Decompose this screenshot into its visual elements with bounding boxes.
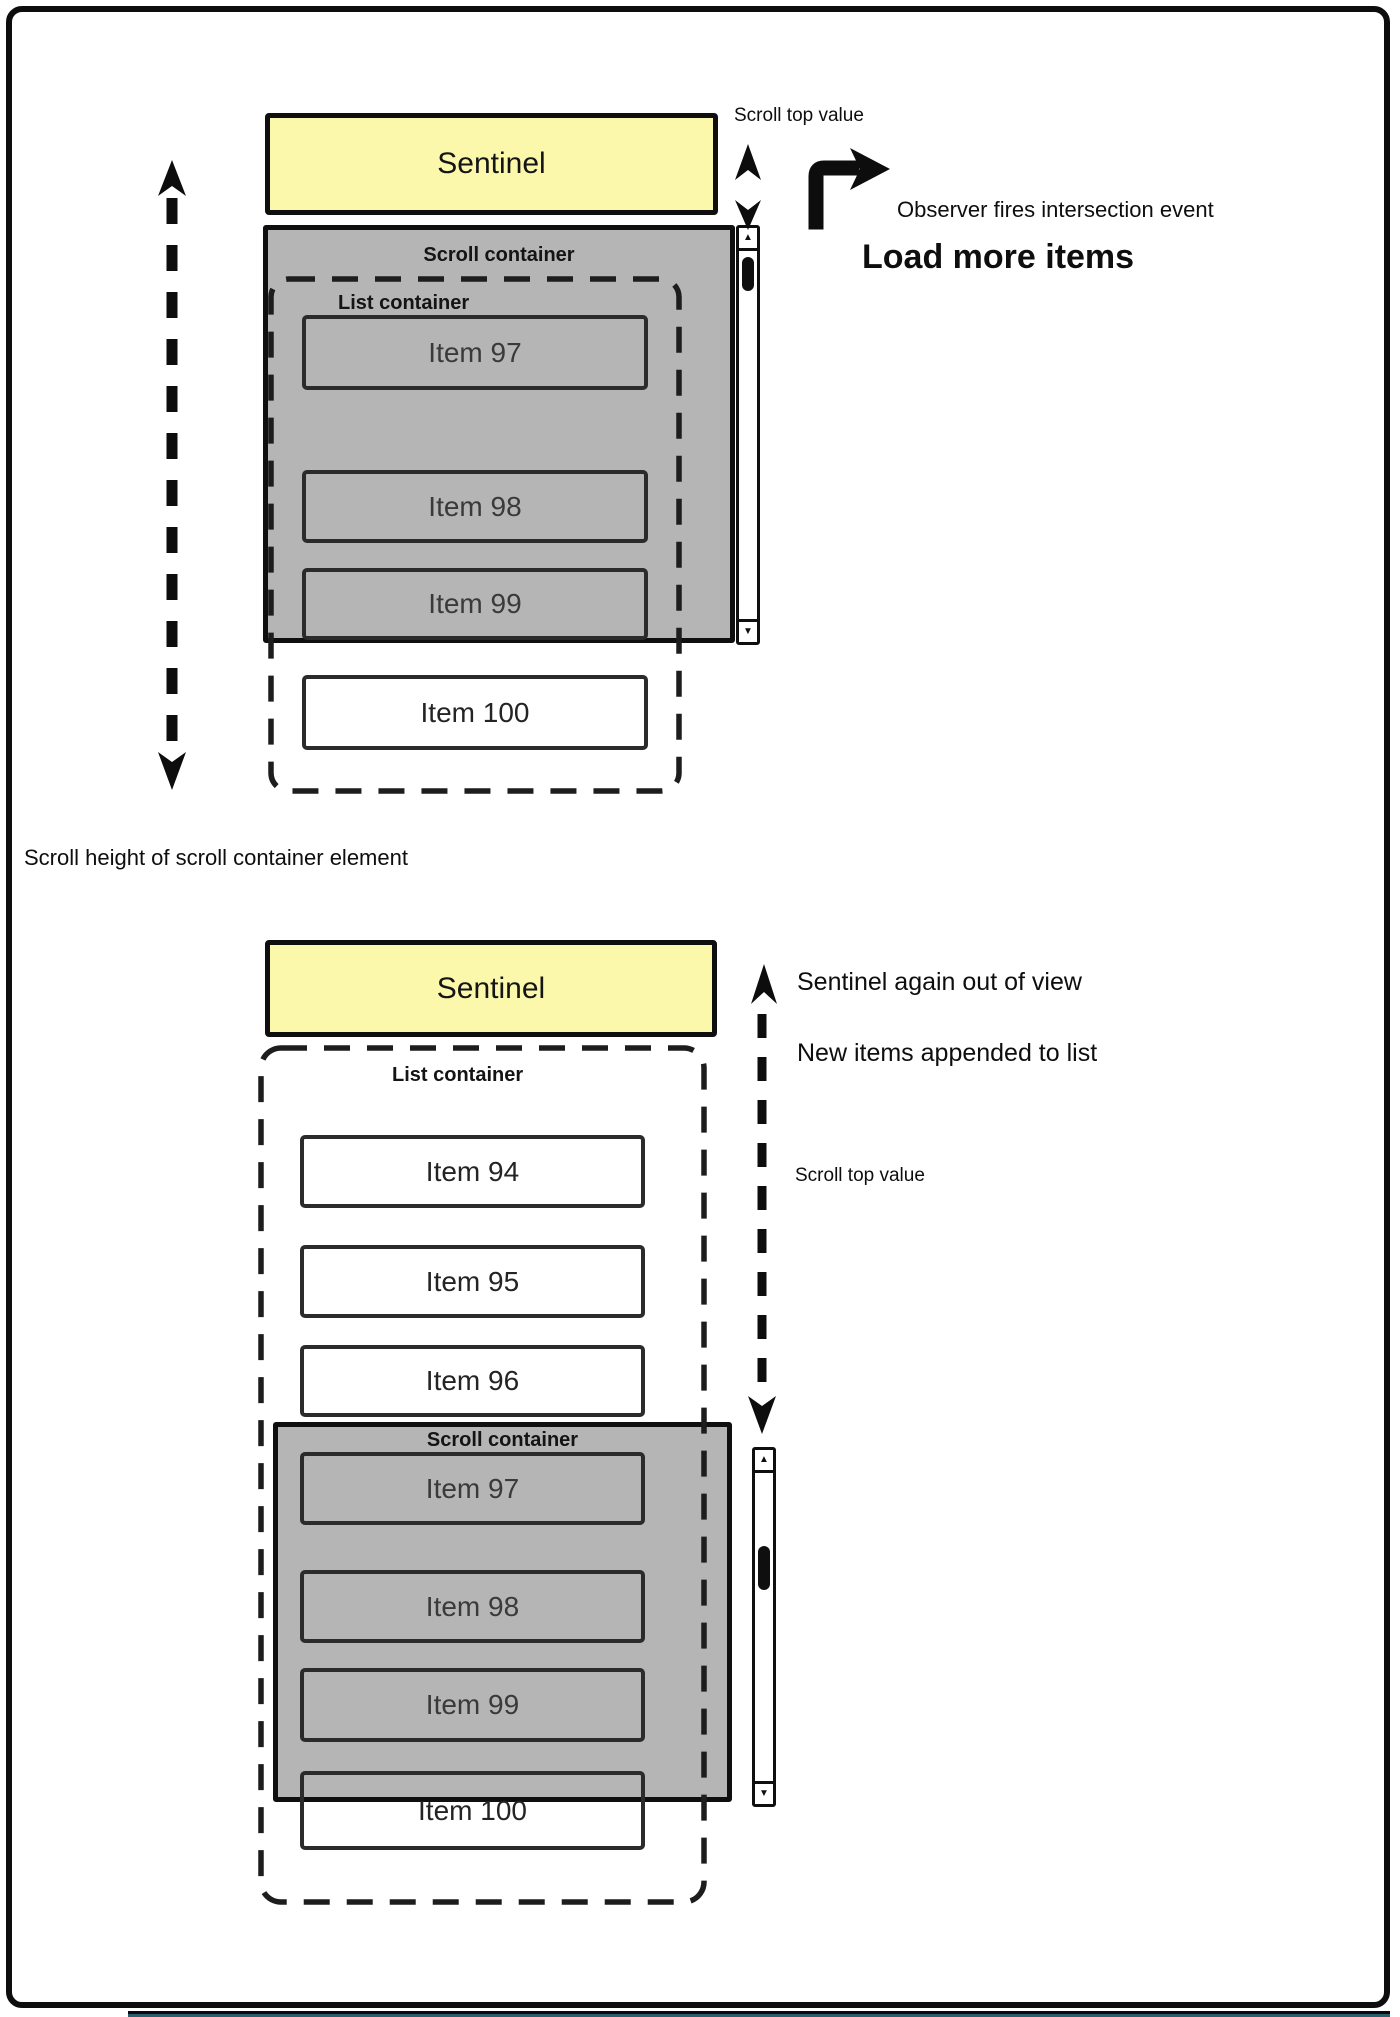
list-item-99: Item 99 [302,568,648,640]
sentinel-box-1: Sentinel [265,113,718,215]
list-item-98-b: Item 98 [300,1570,645,1643]
scroll-down-button-2-icon[interactable]: ▼ [755,1781,773,1804]
new-items-label: New items appended to list [797,1039,1098,1067]
list-item-96: Item 96 [300,1345,645,1417]
scroll-container-1: Scroll container [263,225,735,643]
list-item-95: Item 95 [300,1245,645,1318]
bottom-teal-bar [128,2011,1390,2017]
list-item-98: Item 98 [302,470,648,543]
list-item-100-b: Item 100 [300,1771,645,1850]
observer-event-arrow-icon [808,148,890,230]
sentinel-out-label: Sentinel again out of view [797,968,1082,996]
list-item-94: Item 94 [300,1135,645,1208]
scroll-top-measure-arrows-icon [735,144,761,230]
list-container-1-outline [268,276,682,794]
scroll-top-value-2-label: Scroll top value [795,1165,925,1186]
list-container-2-label: List container [392,1064,524,1086]
scroll-height-measure-arrow-icon [158,160,186,790]
scrollbar-2-thumb[interactable] [758,1546,770,1590]
sentinel-box-2: Sentinel [265,940,717,1037]
scroll-container-2-label: Scroll container [426,1429,579,1451]
scroll-container-1-label: Scroll container [423,244,575,266]
scroll-up-button-icon[interactable]: ▲ [739,228,757,251]
scroll-height-label: Scroll height of scroll container elemen… [24,845,408,870]
scrollbar-1-thumb[interactable] [742,257,754,291]
scroll-top-value-1-label: Scroll top value [734,105,864,126]
canvas-border [6,6,1390,2008]
scrollbar-1[interactable]: ▲ ▼ [736,225,760,645]
list-item-100: Item 100 [302,675,648,750]
scroll-down-button-icon[interactable]: ▼ [739,619,757,642]
observer-fires-label: Observer fires intersection event [897,197,1214,222]
list-item-97: Item 97 [302,315,648,390]
scrollbar-2[interactable]: ▲ ▼ [752,1447,776,1807]
scroll-up-button-2-icon[interactable]: ▲ [755,1450,773,1473]
load-more-items-label: Load more items [862,238,1135,276]
list-container-2-outline [258,1045,707,1905]
list-item-99-b: Item 99 [300,1668,645,1742]
sentinel-out-arrow-icon [751,964,777,1004]
scroll-top-measure-arrow-2-icon [748,1014,776,1434]
list-item-97-b: Item 97 [300,1452,645,1525]
list-container-1-label: List container [338,292,470,314]
